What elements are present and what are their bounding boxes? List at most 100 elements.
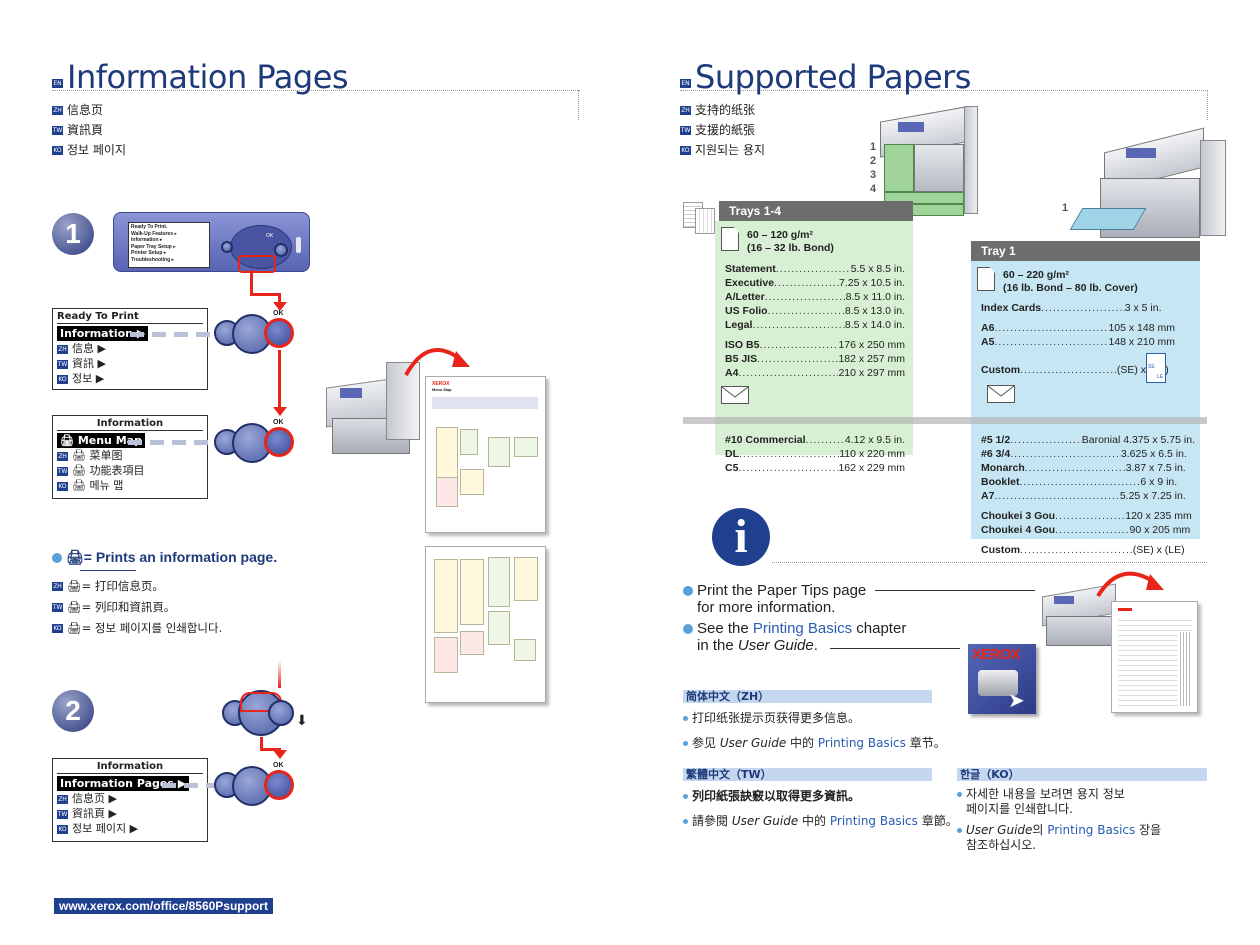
curved-arrow-icon (404, 348, 470, 376)
support-url[interactable]: www.xerox.com/office/8560Psupport (54, 898, 273, 914)
tray-number: 4 (870, 183, 877, 195)
zh-line: 参见 (692, 736, 720, 750)
ok-button[interactable] (264, 318, 294, 348)
user-guide-ref: User Guide (966, 823, 1033, 837)
panel-line: Troubleshooting ▸ (131, 256, 175, 263)
lcd-header: Information (57, 761, 203, 774)
ok-button[interactable] (264, 427, 294, 457)
printing-basics-link[interactable]: Printing Basics (752, 620, 853, 637)
lcd-item: 信息 ▶ (72, 342, 106, 355)
flow-arrow (250, 293, 281, 296)
title-text: Information Pages (67, 58, 349, 96)
title-rule-end (1207, 90, 1208, 120)
prints-note-text: = Prints an information page. (83, 549, 278, 565)
lang-tag-tw: TW (57, 809, 68, 819)
lang-tag-tw: TW (680, 126, 691, 135)
paper-name: Custom (981, 364, 1021, 376)
printer-icon: 🖨 (67, 600, 82, 614)
printing-basics-link[interactable]: Printing Basics (817, 736, 906, 750)
title-rule (680, 90, 1208, 91)
flow-arrow (260, 748, 281, 751)
ok-button[interactable] (264, 770, 294, 800)
translation-ko: 정보 페이지 (67, 143, 127, 157)
lcd-item: 정보 페이지 ▶ (72, 822, 139, 835)
divider-band (683, 417, 1207, 424)
lang-tag-zh: ZH (52, 106, 63, 115)
paper-stack-icon (683, 202, 717, 236)
arrow-head (273, 750, 287, 759)
paper-size: 176 x 250 mm (838, 339, 905, 351)
paper-size: 4.12 x 9.5 in. (844, 434, 905, 446)
info-icon: i (712, 508, 770, 566)
tip-1-text-cont: for more information. (697, 599, 836, 616)
menu-map-page-2 (425, 546, 546, 703)
printing-basics-link[interactable]: Printing Basics (1047, 823, 1136, 837)
paper-size: 3.87 x 7.5 in. (1125, 462, 1186, 474)
ko-line: 페이지를 인쇄합니다. (966, 802, 1073, 816)
panel-ok-button[interactable] (274, 243, 288, 257)
paper-size: 5.25 x 7.25 in. (1119, 490, 1186, 502)
lcd-selected-item[interactable]: Information Pages ▶ (57, 776, 190, 791)
note-underline (80, 570, 136, 571)
panel-nav-pad[interactable] (230, 225, 292, 269)
tray-number: 1 (870, 141, 877, 153)
printer-illustration (326, 362, 422, 458)
ko-line: 장을 (1135, 823, 1162, 837)
curved-arrow-icon (1096, 571, 1164, 598)
paper-name: Custom (981, 544, 1021, 556)
printer-icon: 🖨 (66, 549, 84, 565)
custom-size-icon: SE LE (1146, 353, 1166, 383)
translation-zh: 支持的纸张 (695, 103, 756, 117)
weight-range: 60 – 220 g/m² (1003, 269, 1069, 281)
paper-size: 6 x 9 in. (1140, 476, 1178, 488)
paper-size: 182 x 257 mm (838, 353, 905, 365)
envelope-icon (987, 385, 1015, 403)
printer-icon: 🖨 (72, 449, 86, 462)
flow-arrow (278, 660, 281, 688)
tray-number: 3 (870, 169, 877, 181)
tip-2-text: chapter (852, 620, 907, 637)
paper-name: Choukei 3 Gou (981, 510, 1056, 522)
printer-output-illustration (1042, 580, 1132, 650)
ok-button-small[interactable] (268, 700, 294, 726)
panel-line: Ready To Print. (131, 224, 168, 230)
paper-name: Statement (725, 263, 776, 275)
lcd-selected-item[interactable]: Information ▶ (57, 326, 149, 341)
ko-heading: 한글（KO） (957, 768, 1207, 781)
lang-tag-tw: TW (57, 466, 68, 476)
lcd-item: 정보 ▶ (72, 372, 105, 385)
panel-down-highlight[interactable] (238, 255, 276, 273)
paper-size: 90 x 205 mm (1129, 524, 1191, 536)
lcd-item: 메뉴 맵 (89, 479, 124, 492)
lang-tag-tw: TW (57, 359, 68, 369)
tw-line: 列印紙張訣竅以取得更多資訊。 (692, 789, 861, 803)
panel-back-button[interactable] (221, 241, 233, 253)
se-label: SE (1148, 364, 1155, 370)
paper-name: A/Letter (725, 291, 765, 303)
tip-2-text: . (813, 637, 818, 654)
arrow-head (273, 407, 287, 416)
paper-name: DL (725, 448, 739, 460)
paper-name: US Folio (725, 305, 768, 317)
user-guide-ref: User Guide (731, 814, 799, 828)
weight-range-lb: (16 – 32 lb. Bond) (747, 242, 834, 254)
paper-size: 105 x 148 mm (1108, 322, 1175, 334)
paper-size: 3.625 x 6.5 in. (1120, 448, 1187, 460)
translation-ko: 지원되는 용지 (695, 143, 766, 157)
tray-1-envelopes: #5 1/2Baronial 4.375 x 5.75 in. #6 3/43.… (981, 433, 1195, 557)
paper-name: Executive (725, 277, 775, 289)
ok-label: OK (273, 419, 284, 426)
menu-map-page-1: XEROX Menu Map (425, 376, 546, 533)
trays-1-4-envelopes: #10 Commercial4.12 x 9.5 in. DL110 x 220… (725, 433, 905, 475)
lcd-selected-item[interactable]: Menu Map (77, 434, 142, 447)
panel-line: Information ▸ (131, 237, 163, 243)
lang-tag-zh: ZH (57, 794, 68, 804)
trays-1-4-panel: 60 – 120 g/m² (16 – 32 lb. Bond) Stateme… (715, 221, 913, 474)
lang-tag-zh: ZH (57, 451, 68, 461)
lcd-item: 功能表項目 (89, 464, 145, 477)
title-rule (52, 90, 580, 91)
printing-basics-link[interactable]: Printing Basics (829, 814, 918, 828)
user-guide-ref: User Guide (719, 736, 787, 750)
